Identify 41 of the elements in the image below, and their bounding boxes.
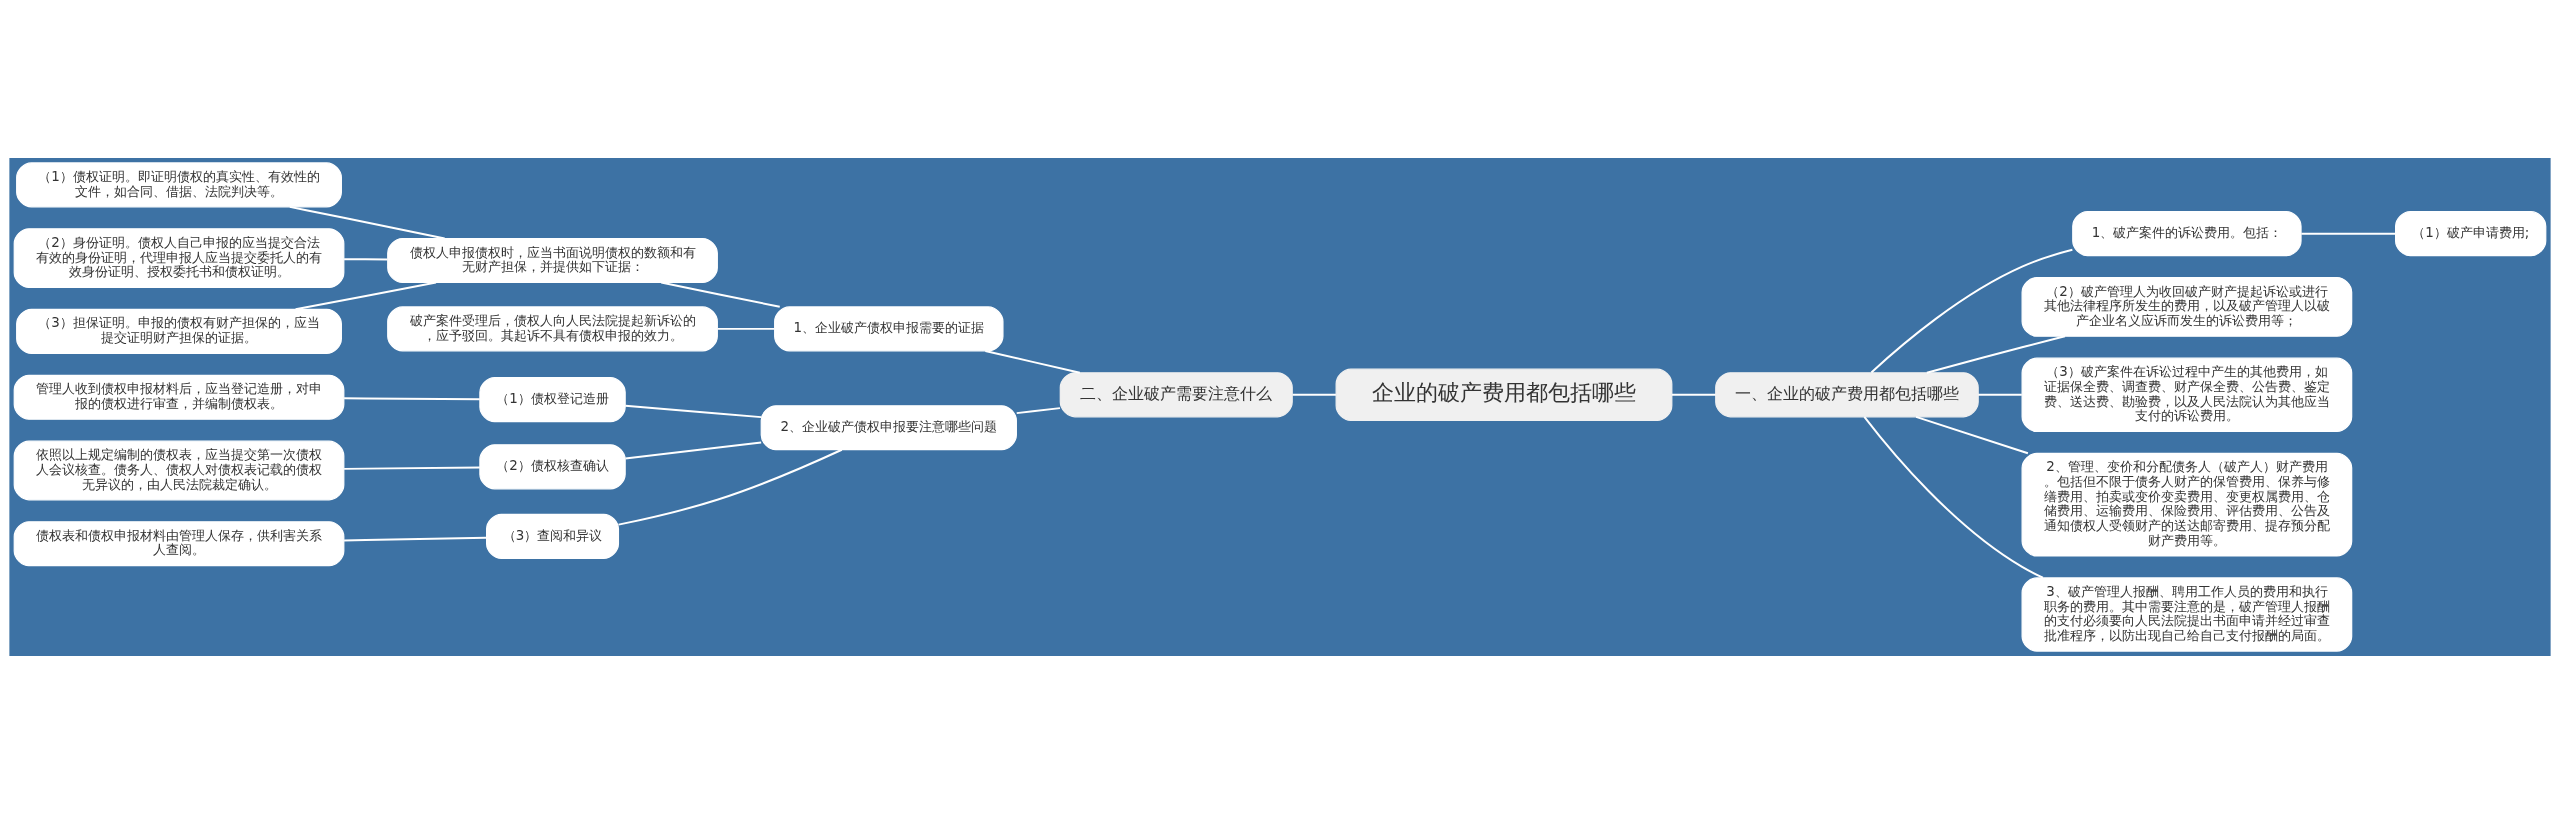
- node-box: 债权表和债权申报材料由管理人保存，供利害关系人查阅。: [13, 521, 345, 567]
- node-box: （1）破产申请费用;: [2395, 211, 2547, 257]
- node-box: 管理人收到债权申报材料后，应当登记造册，对申报的债权进行审查，并编制债权表。: [13, 374, 345, 420]
- node-box: 破产案件受理后，债权人向人民法院提起新诉讼的，应予驳回。其起诉不具有债权申报的效力。: [387, 306, 718, 352]
- connector: [984, 349, 1081, 374]
- connector: [624, 404, 763, 419]
- node-box: 1、企业破产债权申报需要的证据: [774, 306, 1004, 352]
- node-box: 债权人申报债权时，应当书面说明债权的数额和有无财产担保，并提供如下证据：: [387, 237, 718, 284]
- connector: [624, 441, 763, 460]
- node-box: 3、破产管理人报酬、聘用工作人员的费用和执行职务的费用。其中需要注意的是，破产管理人报酬的支付必须要向人民法院提出书面申请并经过审查批准程序，以防出现自己给自己支付报酬的局面。: [2021, 577, 2353, 652]
- node-box: （3）查阅和异议: [486, 513, 620, 559]
- connector: [294, 281, 437, 311]
- node-box: （2）身份证明。债权人自己申报的应当提交合法有效的身份证明，代理申报人应当提交委托人的有效身份证明、授权委托书和债权证明。: [13, 228, 345, 288]
- connector: [716, 327, 776, 330]
- connector: [1015, 407, 1061, 415]
- connector: [1671, 393, 1717, 396]
- connector: [343, 466, 481, 470]
- connector: [1925, 335, 2066, 374]
- connector: [2300, 232, 2397, 235]
- connector: [1863, 415, 2044, 579]
- connector: [343, 258, 389, 261]
- node-box: （2）债权核查确认: [479, 444, 626, 490]
- node-box: 二、企业破产需要注意什么: [1059, 372, 1293, 418]
- connector: [343, 397, 481, 401]
- node-box: 一、企业的破产费用都包括哪些: [1715, 372, 1979, 418]
- connector: [343, 536, 488, 542]
- node-box: （3）担保证明。申报的债权有财产担保的，应当提交证明财产担保的证据。: [16, 308, 342, 354]
- node-box: 1、破产案件的诉讼费用。包括：: [2072, 211, 2302, 257]
- node-box: （3）破产案件在诉讼过程中产生的其他费用，如证据保全费、调查费、财产保全费、公告费、鉴定费、送达费、勘验费，以及人民法院认为其他应当支付的诉讼费用。: [2021, 357, 2353, 433]
- connector: [1291, 393, 1337, 396]
- connector: [1915, 415, 2029, 455]
- node-box: 2、企业破产债权申报要注意哪些问题: [760, 405, 1017, 451]
- node-box: 企业的破产费用都包括哪些: [1335, 368, 1673, 422]
- node-box: 2、管理、变价和分配债务人（破产人）财产费用。包括但不限于债务人财产的保管费用、保养与修缮费用、拍卖或变价变卖费用、变更权属费用、仓储费用、运输费用、保险费用、评估费用、公告及通知债权人受领财产的送达邮寄费用、提存预分配财产费用等。: [2021, 452, 2353, 557]
- node-box: （1）债权登记造册: [479, 377, 626, 423]
- connector: [1870, 248, 2074, 374]
- connector: [1977, 393, 2023, 396]
- connector: [617, 448, 843, 526]
- node-box: （2）破产管理人为收回破产财产提起诉讼或进行其他法律程序所发生的费用，以及破产管理人以破产企业名义应诉而发生的诉讼费用等；: [2021, 277, 2353, 337]
- node-box: 依照以上规定编制的债权表，应当提交第一次债权人会议核查。债务人、债权人对债权表记载的债权无异议的，由人民法院裁定确认。: [13, 440, 345, 501]
- node-box: （1）债权证明。即证明债权的真实性、有效性的文件，如合同、借据、法院判决等。: [16, 162, 342, 208]
